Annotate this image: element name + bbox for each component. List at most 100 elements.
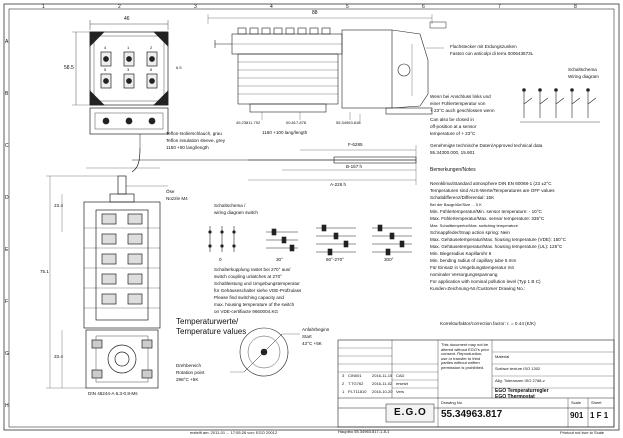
product-name-de: EGO Temperaturregler [495,388,549,394]
footer-mid: erstellt am: 2011-01 ... 17:55:26 von: E… [190,430,278,435]
zone-number: 4 [270,4,273,10]
top-view [72,20,169,106]
product-name-en: EGO Thermostat [495,394,535,400]
temperature-dial [230,327,300,377]
note-line: Can also be closed in [430,117,474,122]
switch-note: max. housing temperature of the switch [214,302,295,307]
revision-date: 2016-11-15 [372,373,393,378]
switch-schema-title-de: Schaltschema / [214,203,246,208]
temperature-title-en: Temperature values [176,327,247,336]
remark-line: Max. Gehäusetemperatur/Max. housing temp… [430,244,563,249]
zone-letter: E [5,247,9,253]
part-number: 00.817.878 [286,120,307,125]
revision-date: 2016-11-02 [372,381,393,386]
capillary-length: 1160 +100 lang/length [262,130,308,135]
terminal-label: 4 [104,45,107,50]
dim-height: 58.5 [64,65,74,71]
revision-date: 2016-10-20 [372,389,393,394]
end-label-en: Rotation point [176,370,205,375]
note-line: off-position at a sensor [430,124,477,129]
terminal-label: 2 [150,45,153,50]
remark-line: nominaler Versorgungsspannung [430,272,498,277]
zone-letter: F [5,299,9,305]
zone-number: 3 [194,4,197,10]
start-label-en: Start [302,334,312,339]
capillary-note-en: Teflon insulation sleeve, grey [166,138,225,143]
switch-note: Schaltleistung und Umgebungstemperatur [214,281,300,286]
dim-small: 6.5 [176,65,182,70]
remark-line: Max. Fühlertemperatur/Max. sensor temper… [430,216,545,221]
material-label: Material [495,354,510,359]
scale-label: Scale [571,400,582,405]
dim-total: 75.1 [40,269,49,274]
switch-note: on VDE-certifiacte 9660004.KG [214,309,279,314]
front-view-body [89,107,417,185]
cutout-detail [429,21,447,29]
sheet-label: Sheet [591,400,602,405]
revision-name: CAD [396,373,405,378]
note-line: + 23°C auch geschlossen wenn [430,108,495,113]
remark-line: Temperaturen sind AUS-Werte/Temperatures… [430,188,555,193]
dim-bottom: 33.4 [54,354,63,359]
note-line: temperature of + 23°C [430,131,476,136]
wiring-title-en: Wiring diagram [568,74,599,79]
remark-line: Schnappfeder/Snap action spring: Nein [430,230,510,235]
cutout-label-en: Faston con anticolpi di terra 000643673L [450,51,534,56]
remark-line: Nennklima/Standard atmosphere DIN EN 600… [430,181,552,186]
dim-f: F-6285 [348,142,363,147]
tolerance-label: Allg. Toleranzen ISO 2768-v [495,378,545,383]
sheet-value: 1 F 1 [590,411,609,420]
revision-name: Vers [396,389,405,394]
drawing-number: 55.34963.817 [441,409,503,420]
remark-line: Für Einsatz in Umgebungstemperatur mit [430,265,514,270]
note-line: Wenn bei Anschluss links und [430,94,491,99]
zone-number: 2 [118,4,121,10]
terminal-label: 5 [104,67,107,72]
dim-upper: 23.4 [54,203,63,208]
company-logo: E.G.O [394,407,427,418]
zone-letter: B [5,91,9,97]
remark-line: Kunden-Zeichnung-Nr./Customer Drawing No… [430,286,526,291]
scale-value: 901 [570,411,584,420]
part-number: 55.34963.816 [336,120,361,125]
switch-note: switch coupling unlatches at 270° [214,274,282,279]
remark-line: Max. Gehäusetemperatur/Max. housing temp… [430,237,566,242]
cutout-label-de: Flachstecker mit Erdungszunken [450,44,517,49]
position-label: 60°-270° [326,257,344,262]
copyright-notice: This document may not be altered without… [441,342,489,370]
revision-change: T.TG762 [348,381,364,386]
start-label-de: Anfahrbeginn [302,327,330,332]
part-number: 49.23811.792 [236,120,261,125]
nozzle-label-de: Öse [166,189,175,194]
zone-number: 7 [498,4,501,10]
switch-schema-title-en: wiring diagram switch [214,210,258,215]
approval-line: 55.34300.000, 15.901 [430,150,475,155]
start-value: 43°C +5K [302,341,322,346]
switch-schema [208,224,412,256]
revision-change: P.LT11810 [348,389,367,394]
title-block-frame [337,339,615,428]
zone-number: 6 [422,4,425,10]
zone-number: 1 [42,4,45,10]
revision-no: 3 [342,373,345,378]
zone-letter: H [5,403,9,409]
terminal-label: 3 [127,67,130,72]
zone-number: 5 [346,4,349,10]
capillary-note-len: 1150 +50 lang/length [166,145,209,150]
zone-letter: C [5,143,9,149]
note-line: einer Fühlertemperatur von [430,101,486,106]
surface-label: Surface texture ISO 1302 [495,366,541,371]
revision-change: CIN001 [348,373,362,378]
position-label: 0 [219,257,222,262]
switch-note: Please find switching capacity and [214,295,284,300]
switch-note: für Gehäuseschalter siehe VDE-Prüfzulass [214,288,302,293]
dim-width: 46 [124,16,130,22]
dim-length: 88 [312,10,318,16]
revision-no: 2 [342,381,345,386]
dim-a: A-226 h [330,182,347,187]
position-label: 30° [276,257,283,262]
terminal-label: 1 [127,45,130,50]
revision-name: ersetzt [396,381,409,386]
terminal-label: 6 [150,67,153,72]
